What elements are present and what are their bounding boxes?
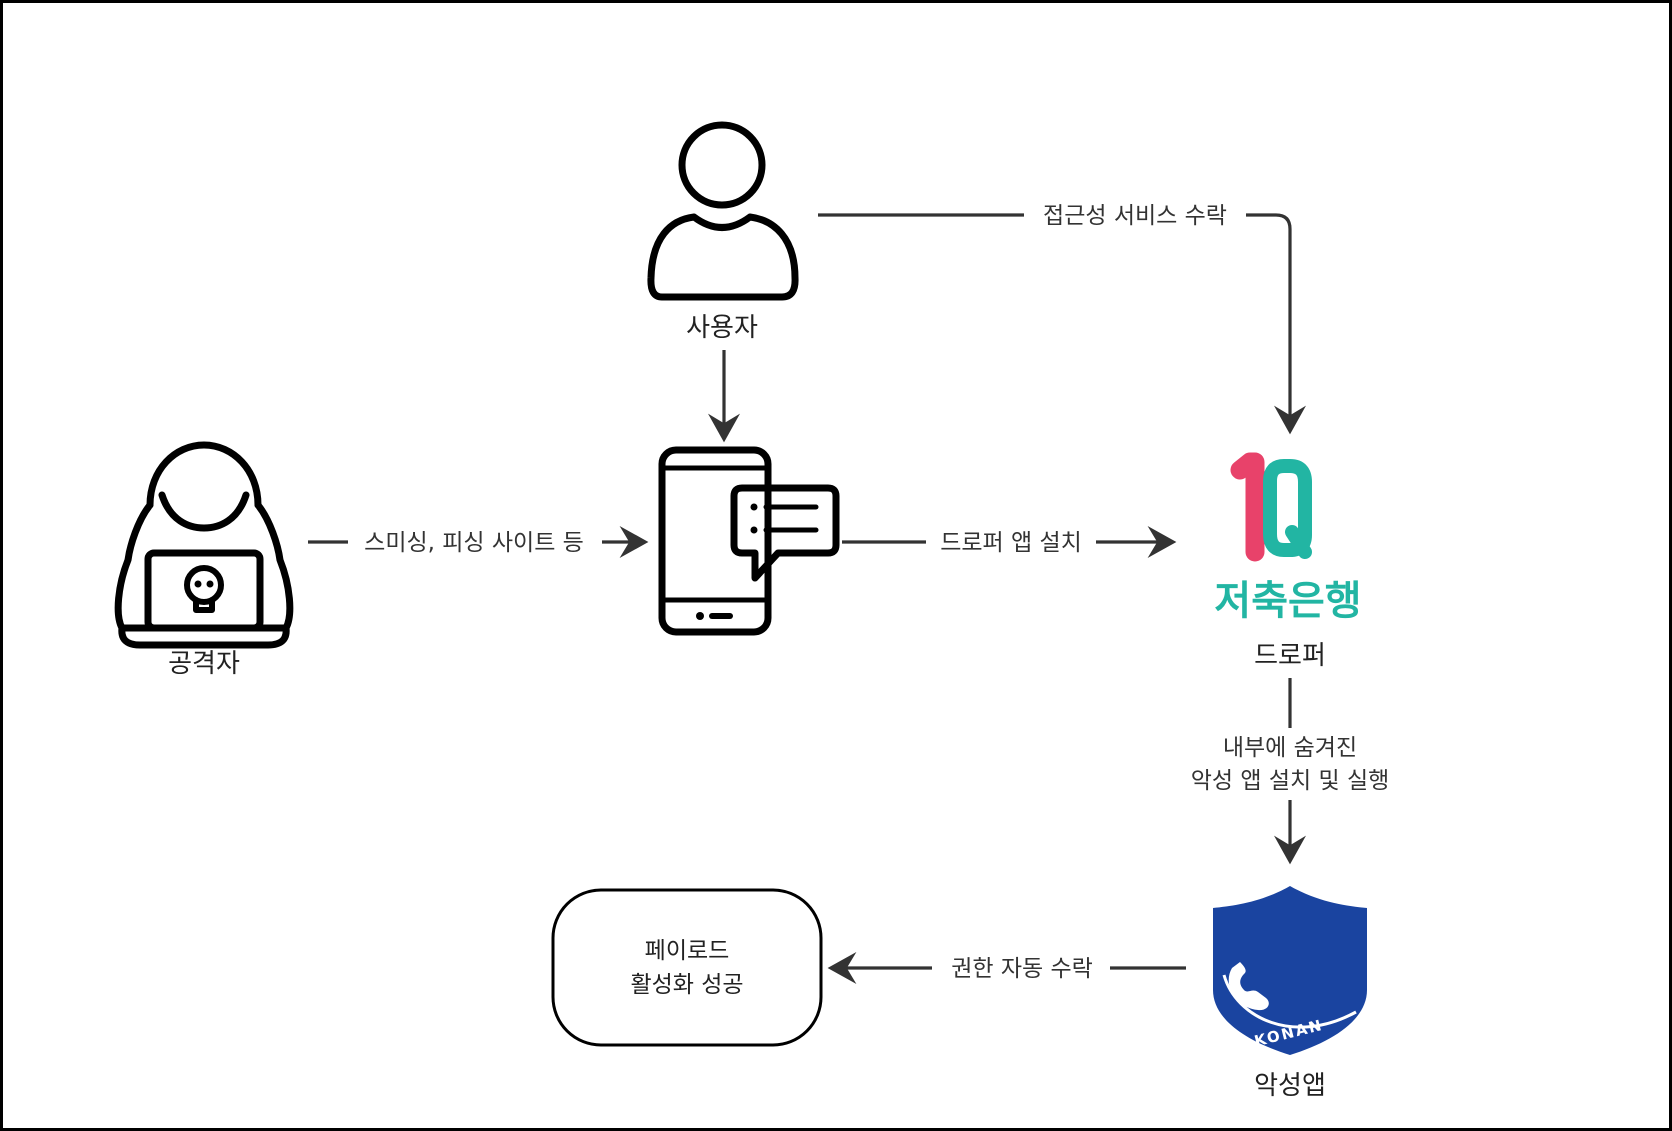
bank-logo-text: 저축은행 [1214, 578, 1361, 624]
malware-shield-icon [1213, 886, 1367, 1055]
edge-label-auto-permission: 권한 자동 수락 [951, 956, 1093, 982]
edge-label-accessibility: 접근성 서비스 수락 [1043, 203, 1227, 229]
hacker-icon [114, 441, 294, 649]
dropper-label: 드로퍼 [1254, 641, 1326, 671]
payload-label-line1: 페이로드 [645, 938, 730, 964]
edge-label-smishing: 스미싱, 피싱 사이트 등 [364, 530, 584, 556]
smartphone-message-icon [658, 446, 840, 636]
attacker-label: 공격자 [168, 649, 240, 679]
malware-label: 악성앱 [1254, 1071, 1326, 1101]
edge-label-hidden-install-2: 악성 앱 설치 및 실행 [1191, 768, 1390, 794]
bank-logo-icon [1230, 452, 1312, 562]
payload-label-line2: 활성화 성공 [630, 972, 743, 998]
user-label: 사용자 [686, 313, 758, 343]
edge-label-install-dropper: 드로퍼 앱 설치 [940, 530, 1082, 556]
payload-box [551, 888, 823, 1047]
user-icon [647, 121, 799, 301]
edge-label-hidden-install-1: 내부에 숨겨진 [1223, 735, 1357, 761]
edge-accessibility [818, 213, 1306, 435]
